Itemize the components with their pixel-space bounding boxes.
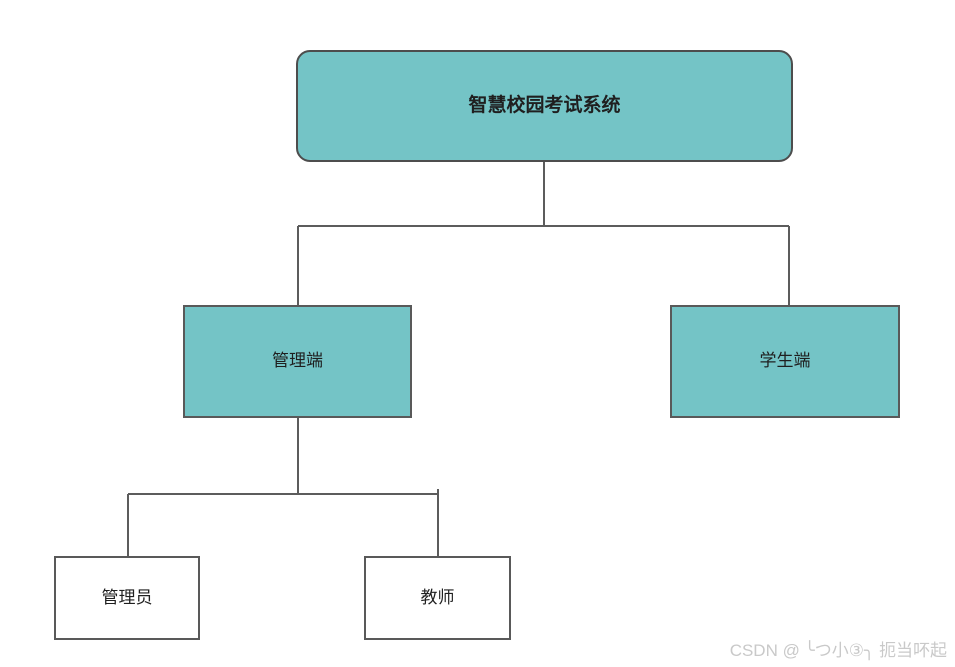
node-admin-side: 管理端 — [183, 305, 412, 418]
node-teacher: 教师 — [364, 556, 511, 640]
node-teacher-label: 教师 — [420, 587, 455, 607]
node-administrator: 管理员 — [54, 556, 200, 640]
node-student-side: 学生端 — [670, 305, 900, 418]
node-admin-side-label: 管理端 — [272, 351, 323, 371]
node-student-side-label: 学生端 — [759, 351, 811, 371]
node-exam-system-label: 智慧校园考试系统 — [468, 94, 621, 116]
node-exam-system: 智慧校园考试系统 — [296, 50, 793, 162]
node-administrator-label: 管理员 — [101, 587, 153, 607]
csdn-watermark: CSDN @ ╰つ小③╮ 扼当吥起 — [729, 641, 947, 660]
